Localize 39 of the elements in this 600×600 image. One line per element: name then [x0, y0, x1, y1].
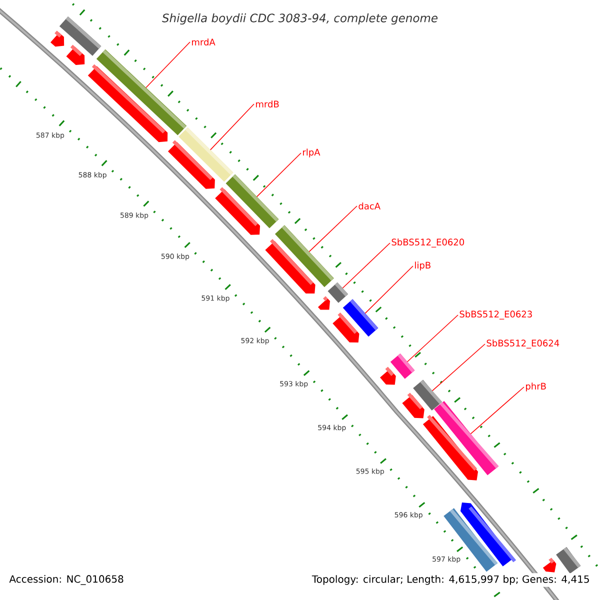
gene-label: mrdB	[256, 100, 279, 108]
gene-block	[460, 502, 516, 566]
gene-bar	[328, 282, 348, 303]
gene-label: SbBS512_E0620	[392, 238, 464, 248]
leader-line	[256, 152, 302, 198]
title: Shigella boydii CDC 3083-94, complete genome	[162, 13, 438, 25]
gene-bar	[556, 546, 581, 574]
gene-block	[380, 366, 396, 385]
gene-label: dacA	[358, 202, 380, 210]
gene-bar	[226, 174, 279, 228]
gene-block	[318, 296, 330, 310]
leader-line	[406, 314, 458, 362]
gene-bar	[390, 353, 415, 379]
leader-line	[432, 344, 486, 392]
gene-bar	[71, 27, 102, 56]
leader-line	[470, 386, 524, 434]
gene-block	[542, 558, 556, 572]
gene-block	[402, 392, 424, 418]
gene-bar	[274, 225, 334, 288]
gene-bar	[178, 127, 234, 182]
leader-line	[308, 206, 358, 252]
leader-line	[364, 266, 414, 314]
gene-block	[50, 30, 64, 47]
gene-label: mrdA	[192, 38, 216, 46]
genome-summary-text: Topology: circular; Length: 4,615,997 bp; Genes: 4,415	[310, 573, 592, 587]
leader-line	[210, 104, 254, 150]
gene-label: SbBS512_E0623	[460, 310, 532, 320]
gene-label: phrB	[526, 382, 546, 392]
gene-label: rlpA	[303, 148, 320, 158]
gene-bar	[434, 400, 499, 476]
gene-bar	[342, 299, 378, 337]
gene-label: lipB	[415, 262, 430, 270]
gene-block	[66, 44, 85, 66]
gene-bar	[96, 49, 187, 136]
leader-line	[342, 242, 390, 289]
gene-label: SbBS512_E0624	[486, 340, 560, 348]
accession-text: Accession: NC_010658	[9, 575, 124, 585]
leader-line	[146, 42, 190, 88]
gene-bar	[413, 380, 442, 411]
